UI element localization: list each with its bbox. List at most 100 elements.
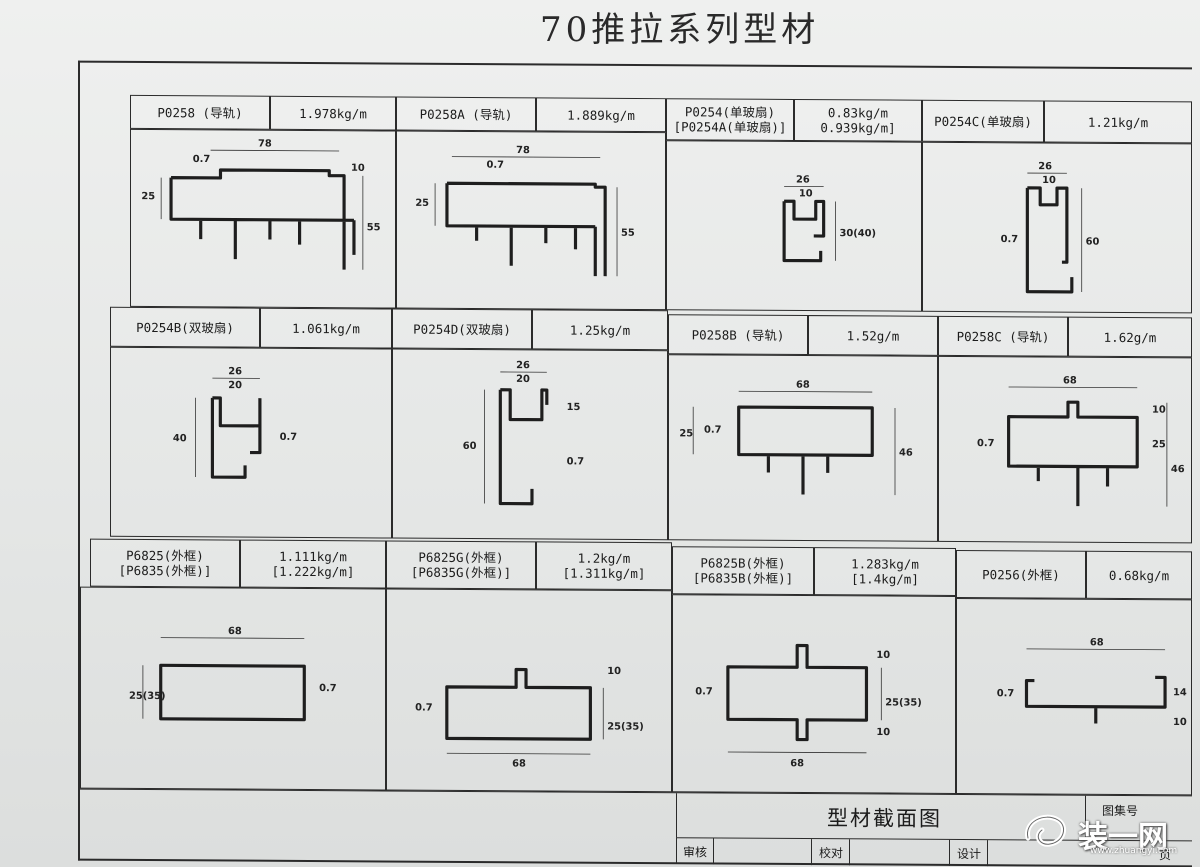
watermark-url: www.zhuangyi.com <box>1090 846 1178 856</box>
cell-code: P0254C(单玻扇) <box>922 99 1044 143</box>
dim-label: 55 <box>367 222 381 233</box>
drawing-sheet: P0258 (导轨) 1.978kg/m P0258A (导轨) 1.889kg… <box>78 60 1192 867</box>
dim-label: 20 <box>516 374 530 385</box>
cell-code: P0254B(双玻扇) <box>110 306 260 348</box>
page-title: 70推拉系列型材 <box>540 10 820 50</box>
watermark-logo: 装一网 www.zhuangyi.com <box>1020 808 1190 858</box>
dim-label: 68 <box>1063 375 1077 386</box>
drawing-title: 型材截面图 <box>827 806 942 831</box>
cell-weight: 1.2kg/m [1.311kg/m] <box>536 541 672 591</box>
dim-label: 25 <box>415 198 429 209</box>
dim-label: 68 <box>1090 637 1104 648</box>
divider <box>987 840 988 867</box>
dim-label: 10 <box>1042 175 1056 186</box>
profile-drawing: 68 0.7 14 10 <box>956 597 1192 796</box>
cell-weight: 0.68kg/m <box>1086 550 1192 600</box>
dim-label: 25 <box>141 191 155 202</box>
dim-label: 0.7 <box>997 688 1015 699</box>
dim-label: 10 <box>876 727 890 738</box>
dim-label: 10 <box>1152 405 1166 416</box>
cell-code: P0254D(双玻扇) <box>392 308 532 350</box>
dim-label: 14 <box>1173 687 1187 698</box>
dim-label: 0.7 <box>415 702 433 713</box>
profile-drawing: 26 10 0.7 60 <box>922 141 1192 314</box>
row-2: P0254B(双玻扇) 1.061kg/m P0254D(双玻扇) 1.25kg… <box>80 306 1192 546</box>
profile-drawing: 26 20 40 0.7 <box>110 346 392 539</box>
dim-label: 0.7 <box>977 438 995 449</box>
dim-label: 26 <box>516 360 530 371</box>
cell-weight: 1.283kg/m [1.4kg/m] <box>814 547 956 596</box>
dim-label: 78 <box>258 139 272 150</box>
dim-label: 60 <box>463 441 477 452</box>
dim-label: 55 <box>621 228 635 239</box>
divider <box>849 839 850 866</box>
dim-label: 0.7 <box>487 160 505 171</box>
profile-drawing: 68 10 0.7 25 46 <box>938 355 1192 544</box>
dim-label: 46 <box>899 448 913 459</box>
check-label: 校对 <box>819 846 844 861</box>
dim-label: 68 <box>228 626 242 637</box>
dim-label: 0.7 <box>1001 234 1019 245</box>
dim-label: 25(35) <box>885 697 922 708</box>
dim-label: 68 <box>512 758 526 769</box>
dim-label: 10 <box>799 188 813 199</box>
cell-weight: 1.978kg/m <box>270 95 396 131</box>
dim-label: 25(35) <box>607 721 644 732</box>
dim-label: 10 <box>876 650 890 661</box>
profile-drawing: 68 0.7 25 46 <box>668 354 938 542</box>
dim-label: 0.7 <box>193 154 211 165</box>
dim-label: 26 <box>796 175 810 186</box>
row-3: P6825(外框) [P6835(外框)] 1.111kg/m [1.222kg… <box>80 538 1192 796</box>
dim-label: 40 <box>173 433 187 444</box>
dim-label: 20 <box>228 380 242 391</box>
review-label: 审核 <box>683 845 708 860</box>
dim-label: 10 <box>1173 717 1187 728</box>
cell-weight: 0.83kg/m 0.939kg/m] <box>794 98 922 142</box>
cell-code: P0254(单玻扇) [P0254A(单玻扇)] <box>666 98 794 141</box>
profile-drawing: 26 20 15 60 0.7 <box>392 348 668 541</box>
row-1: P0258 (导轨) 1.978kg/m P0258A (导轨) 1.889kg… <box>80 94 1192 314</box>
design-label: 设计 <box>957 846 982 862</box>
cell-code: P0256(外框) <box>956 549 1086 599</box>
dim-label: 68 <box>796 380 810 391</box>
divider <box>811 839 812 866</box>
dim-label: 26 <box>1038 161 1052 172</box>
watermark-text: 装一网 <box>1078 820 1168 855</box>
dim-label: 0.7 <box>695 686 713 697</box>
cell-code: P0258 (导轨) <box>130 94 270 130</box>
watermark-swirl-icon <box>1025 814 1067 847</box>
profile-drawing: 68 25(35) 0.7 <box>80 586 386 791</box>
dim-label: 0.7 <box>704 425 722 436</box>
dim-label: 10 <box>351 163 365 174</box>
cell-code: P0258B (导轨) <box>668 314 808 356</box>
cell-weight: 1.21kg/m <box>1044 100 1192 144</box>
dim-label: 15 <box>567 402 581 413</box>
cell-code: P6825B(外框) [P6835B(外框)] <box>672 546 814 596</box>
profile-drawing: 78 0.7 25 55 <box>396 130 666 311</box>
dim-label: 0.7 <box>319 683 337 694</box>
cell-weight: 1.25kg/m <box>532 309 668 351</box>
dim-label: 25 <box>1152 439 1166 450</box>
cell-code: P0258C (导轨) <box>938 315 1068 357</box>
cell-code: P0258A (导轨) <box>396 96 536 132</box>
cell-weight: 1.62g/m <box>1068 316 1192 358</box>
cell-weight: 1.52g/m <box>808 315 938 356</box>
cell-weight: 1.889kg/m <box>536 97 666 133</box>
dim-label: 78 <box>516 145 530 156</box>
dim-label: 46 <box>1171 464 1185 475</box>
profile-drawing: 78 0.7 10 25 55 <box>130 128 396 309</box>
cell-code: P6825G(外框) [P6835G(外框)] <box>386 540 536 590</box>
cell-weight: 1.061kg/m <box>260 307 392 349</box>
cell-code: P6825(外框) [P6835(外框)] <box>90 538 240 588</box>
dim-label: 68 <box>790 758 804 769</box>
dim-label: 0.7 <box>567 456 585 467</box>
dim-label: 60 <box>1086 237 1100 248</box>
dim-label: 25 <box>679 428 693 439</box>
cell-weight: 1.111kg/m [1.222kg/m] <box>240 539 386 589</box>
dim-label: 26 <box>228 366 242 377</box>
profile-drawing: 26 10 30(40) <box>666 140 922 312</box>
divider <box>713 838 714 865</box>
dim-label: 0.7 <box>280 432 298 443</box>
profile-drawing: 10 0.7 25(35) 10 68 <box>672 594 956 794</box>
